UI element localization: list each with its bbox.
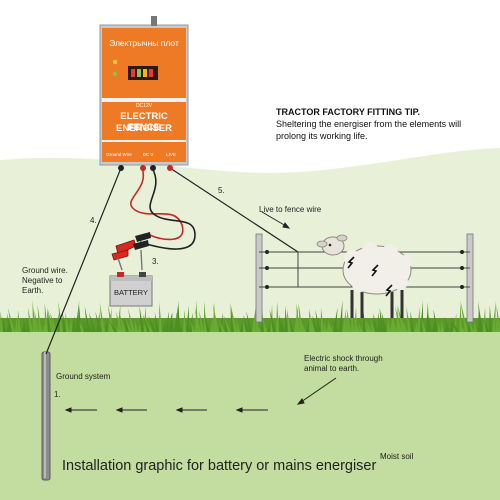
fence-post-right [466,233,474,323]
fence-post-left [255,233,263,323]
ground-wire [45,167,122,355]
sheep [316,234,412,318]
device-model-text: DC12V [135,103,153,109]
step-1-label: 1. [54,390,61,399]
earth-return-arrows [64,377,337,413]
tip-body: Sheltering the energiser from the elemen… [276,119,462,141]
grass-band [0,300,500,332]
ground-wire-label: Ground wire. Negative to Earth. [22,266,68,295]
indicator-led-red [112,59,118,65]
step-3-label: 3. [152,257,159,266]
fitting-tip: TRACTOR FACTORY FITTING TIP. Sheltering … [276,106,476,142]
live-wire [169,167,299,253]
device-brand-text: Электрычны плот [109,38,179,48]
battery [109,272,153,307]
diagram-caption: Installation graphic for battery or main… [62,458,377,474]
step-5-label: 5. [218,186,225,195]
black-clamp [133,232,151,271]
moist-soil-label: Moist soil [380,452,414,461]
battery-label: BATTERY [114,288,148,297]
energiser-unit [99,16,189,171]
device-title-line1: ELECTRIC FENCE [120,111,168,133]
soil-area [0,322,500,500]
indicator-led-green [112,71,118,77]
ground-system-label: Ground system [56,372,111,381]
electric-shock-label: Electric shock through animal to earth. [304,354,383,373]
live-to-fence-label: Live to fence wire [259,205,322,214]
red-clamp [111,239,137,271]
battery-leads [129,167,196,250]
background-hill [0,148,500,330]
tip-title: TRACTOR FACTORY FITTING TIP. [276,107,421,117]
terminal-label-live: LIVE [166,152,176,157]
terminal-label-dcv: DC V [142,152,154,157]
step-4-label: 4. [90,216,97,225]
terminal-label-ground: Ground Wire [106,152,132,157]
device-title-line2: ENERGISER [116,123,172,134]
live-arrow [261,211,291,229]
